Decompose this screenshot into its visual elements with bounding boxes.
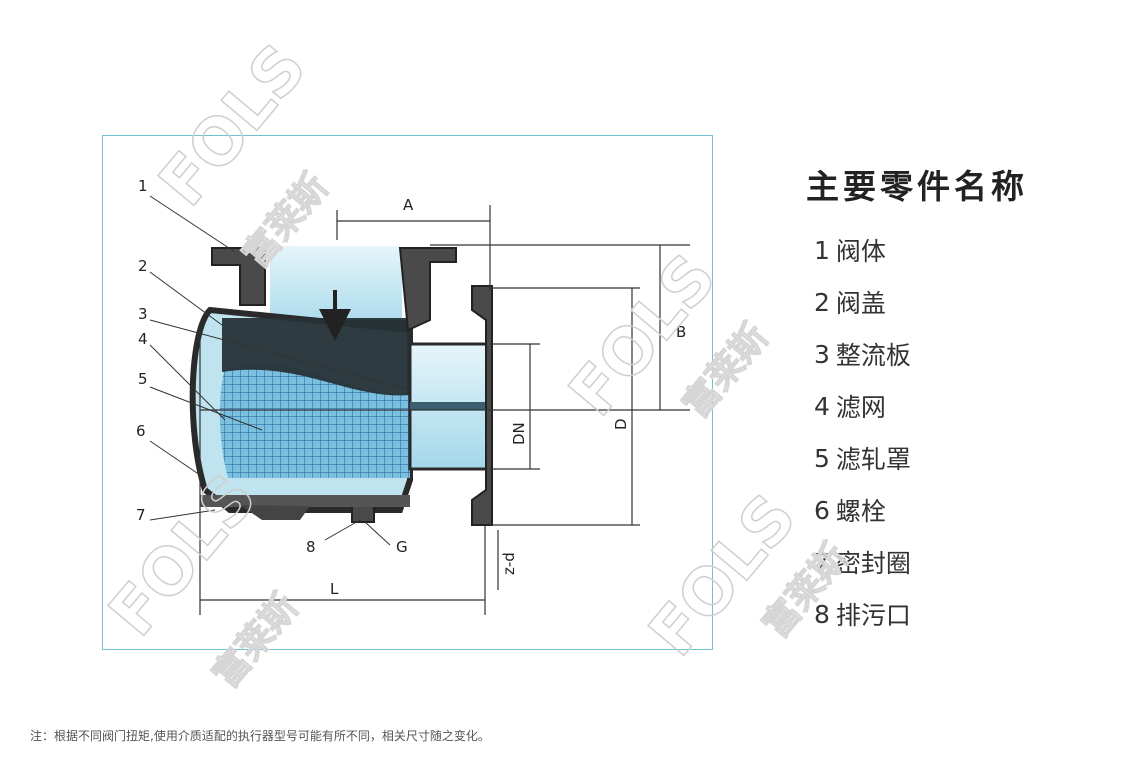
callout-2: 2 — [138, 257, 148, 275]
dim-b: B — [676, 323, 686, 341]
callout-4: 4 — [138, 330, 148, 348]
outlet-flange — [471, 285, 493, 526]
dim-zd: z-d — [500, 552, 518, 575]
rectifier-plate — [222, 318, 410, 396]
callout-3: 3 — [138, 305, 148, 323]
callout-8: 8 — [306, 538, 316, 556]
dim-d: D — [612, 418, 630, 430]
dim-a: A — [403, 196, 414, 214]
callout-5: 5 — [138, 370, 148, 388]
parts-title: 主要零件名称 — [806, 167, 1028, 206]
diagram-frame — [102, 135, 713, 650]
dim-dn: DN — [510, 422, 528, 445]
callout-g: G — [396, 538, 408, 556]
callout-7: 7 — [136, 506, 146, 524]
inlet-flange — [211, 247, 266, 306]
footnote: 注：根据不同阀门扭矩,使用介质适配的执行器型号可能有所不同，相关尺寸随之变化。 — [30, 729, 490, 743]
callout-6: 6 — [136, 422, 146, 440]
callout-1: 1 — [138, 177, 148, 195]
filter-mesh — [219, 364, 410, 478]
dim-l: L — [330, 580, 339, 598]
